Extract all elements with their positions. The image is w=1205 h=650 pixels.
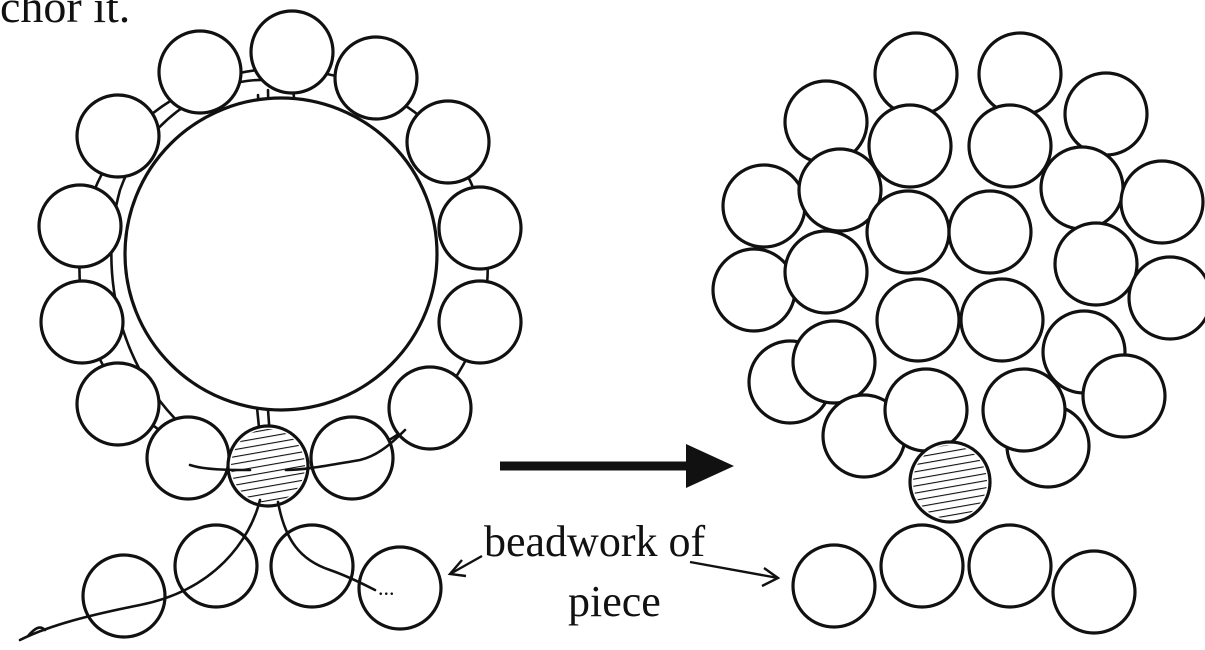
cluster-bead [865,189,951,275]
pointer-left-line [449,554,483,576]
pointer-right-head [761,567,781,588]
bead-cluster [711,31,1205,489]
transform-arrow [500,444,734,488]
ring-bead [309,415,395,501]
left-figure [18,9,523,642]
beadwork-label-line2: piece [568,577,661,626]
beadwork-bead [81,553,167,639]
ring-bead [249,9,335,95]
label-pointers [447,554,781,588]
cluster-bead [1119,159,1205,245]
cluster-bead [867,103,953,189]
beadwork-bead [967,523,1053,609]
beadwork-row-left [81,523,443,639]
cluster-bead [873,31,959,117]
cluster-bead [1039,145,1125,231]
cluster-bead [1081,353,1167,439]
beadwork-bead [1051,549,1137,635]
cluster-bead [977,31,1063,117]
beadwork-row-right [791,523,1137,635]
ring-bead [37,183,123,269]
beadwork-bead [173,523,259,609]
cluster-bead [947,189,1033,275]
cluster-bead [875,277,961,363]
arrow-head [686,444,734,488]
cluster-bead [1127,255,1205,341]
ellipsis-dots: ... [378,575,395,600]
cluster-bead [791,319,877,405]
cluster-bead [981,367,1067,453]
ring-bead [387,365,473,451]
anchor-bead-right-hatch [913,445,987,519]
cluster-bead [959,277,1045,363]
ring-bead [437,185,523,271]
thread-tail-hook [26,626,47,638]
thread-front-left [188,463,252,472]
cluster-bead [797,147,883,233]
ring-bead [39,279,125,365]
cluster-bead [711,247,797,333]
beadwork-bead [879,523,965,609]
cluster-bead [783,229,869,315]
thread-front-right [284,428,407,472]
ring-beads [37,9,523,501]
ring-bead [437,279,523,365]
anchor-bead-hatch [231,429,305,503]
thread-tail [18,498,262,642]
cluster-bead [883,367,969,453]
ring-bead [333,35,419,121]
pointer-left-head [447,559,467,578]
ring-bead [405,99,491,185]
thread-tail-b [276,500,377,592]
cluster-bead [721,163,807,249]
center-large-bead [123,96,439,412]
beadwork-bead-end [357,545,443,631]
beadwork-bead [269,523,355,609]
beadwork-label-line1: beadwork of [484,517,706,566]
cluster-bead [1063,71,1149,157]
pointer-right-line [689,560,779,580]
ring-bead [157,29,243,115]
heading-fragment: chor it. [0,0,131,32]
ring-bead [75,361,161,447]
beadwork-bead [791,543,877,629]
cluster-bead [1053,221,1139,307]
right-figure [711,31,1205,635]
ring-bead [75,93,161,179]
cluster-bead [967,103,1053,189]
ring-bead [145,415,231,501]
